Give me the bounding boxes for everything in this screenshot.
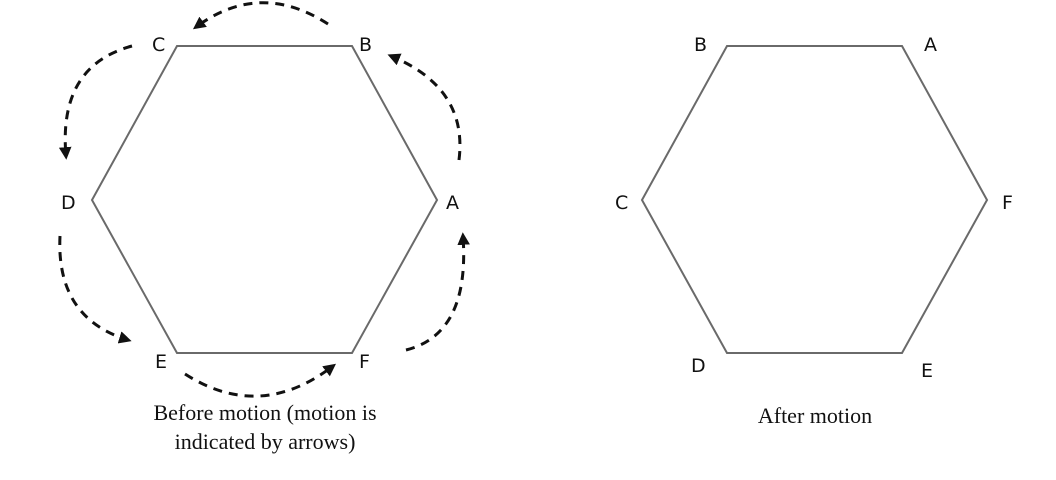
motion-arrow-e-to-f <box>184 363 337 398</box>
before-hexagon <box>90 45 439 354</box>
hexagon-diagrams: A B C D E F A F E D C B <box>58 1 1013 398</box>
motion-arrow-b-to-c <box>192 1 329 30</box>
after-vertex-d: D <box>691 355 706 377</box>
after-hexagon <box>640 45 989 354</box>
before-vertex-c: C <box>152 34 165 56</box>
before-vertex-b: B <box>359 34 372 56</box>
after-vertex-b: B <box>694 34 707 56</box>
before-panel: A B C D E F <box>58 1 470 398</box>
before-caption-line-2: indicated by arrows) <box>174 429 356 454</box>
motion-arrow-d-to-e <box>58 235 132 344</box>
after-vertex-c: C <box>615 192 628 214</box>
before-vertex-f: F <box>359 351 370 373</box>
motion-arrow-c-to-d <box>58 44 133 160</box>
before-caption-line-1: Before motion (motion is <box>153 400 377 425</box>
before-vertex-e: E <box>155 351 167 373</box>
after-panel: A F E D C B <box>615 34 1013 382</box>
motion-arrow-f-to-a <box>405 232 470 352</box>
motion-arrow-a-to-b <box>387 53 462 161</box>
after-vertex-e: E <box>921 360 933 382</box>
after-caption: After motion <box>757 403 873 428</box>
before-caption: Before motion (motion is indicated by ar… <box>95 398 435 456</box>
after-vertex-a: A <box>924 34 937 56</box>
before-vertex-a: A <box>446 192 459 214</box>
after-vertex-f: F <box>1002 192 1013 214</box>
before-vertex-d: D <box>61 192 76 214</box>
